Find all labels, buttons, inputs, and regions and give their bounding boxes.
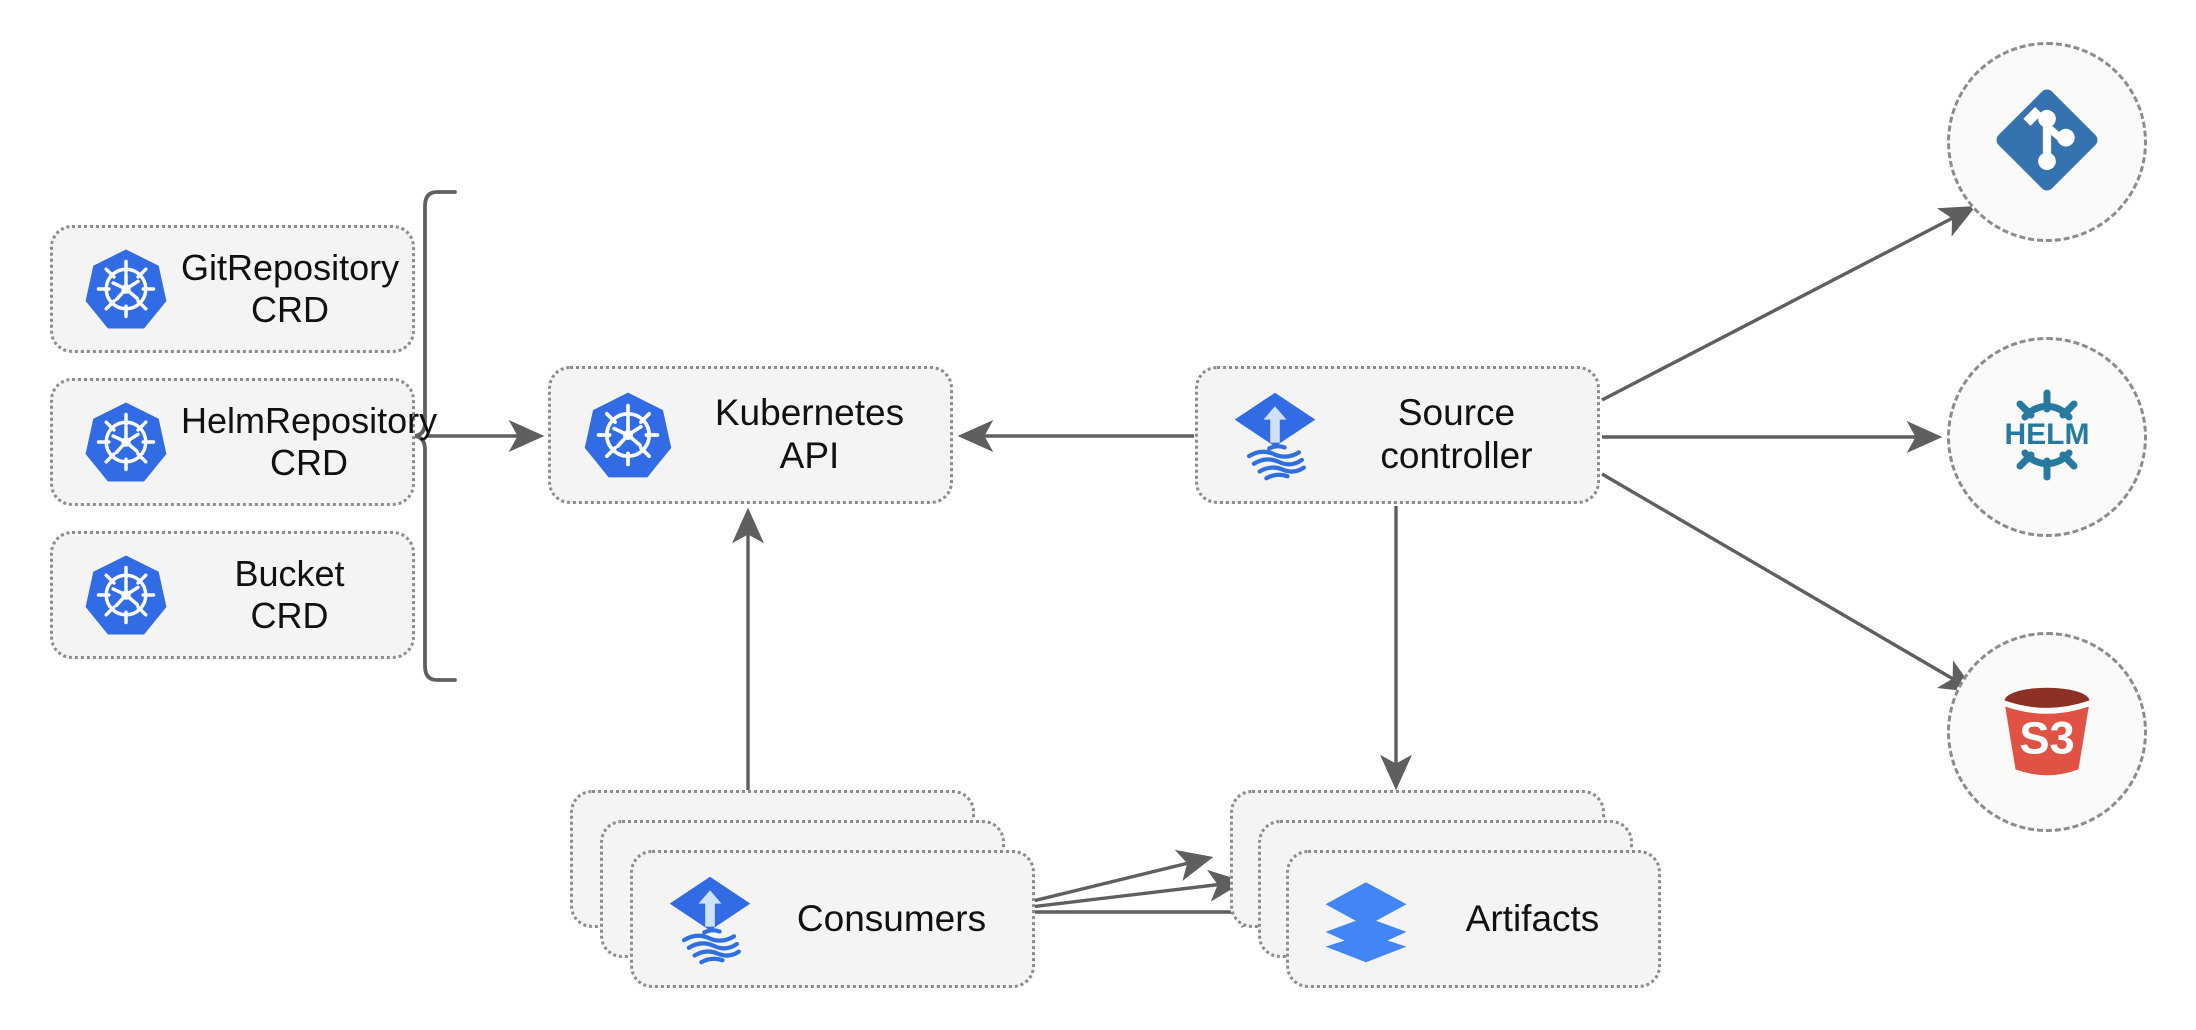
s3-bucket-icon: S3 (1988, 671, 2106, 794)
git-endpoint[interactable] (1947, 42, 2147, 242)
kubernetes-icon (71, 246, 181, 332)
s3-endpoint[interactable]: S3 (1947, 632, 2147, 832)
arrow-source-to-s3 (1601, 472, 1976, 693)
arrow-source-to-git (1601, 205, 1976, 402)
consumers-label: Consumers (796, 897, 987, 939)
helm-icon: HELM (1987, 375, 2107, 500)
flux-icon (1220, 387, 1330, 483)
kubernetes-icon (71, 399, 181, 485)
flux-icon (655, 871, 765, 967)
helm-endpoint[interactable]: HELM (1947, 337, 2147, 537)
kubernetes-api-label: Kubernetes API (714, 392, 905, 476)
artifacts-node[interactable]: Artifacts (1286, 850, 1661, 988)
svg-text:S3: S3 (2019, 712, 2074, 763)
layers-icon (1311, 873, 1421, 965)
kubernetes-api-node[interactable]: Kubernetes API (548, 366, 953, 504)
kubernetes-icon (71, 552, 181, 638)
svg-text:HELM: HELM (2005, 418, 2090, 451)
kubernetes-icon (573, 389, 683, 481)
consumers-node[interactable]: Consumers (630, 850, 1035, 988)
git-icon (1988, 81, 2106, 204)
artifacts-label: Artifacts (1465, 897, 1600, 939)
